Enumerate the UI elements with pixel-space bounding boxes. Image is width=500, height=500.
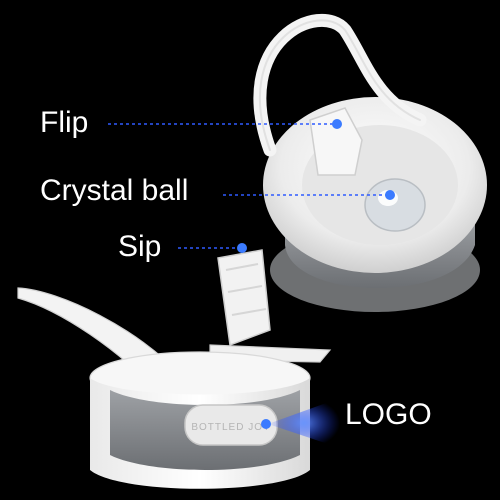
flip-leader-dot [332,119,342,129]
crystal-ball-leader-dot [385,190,395,200]
logo-emboss-text: BOTTLED JOY [191,422,270,433]
bottom-lid: BOTTLED JOY [17,249,332,489]
crystal-ball-label: Crystal ball [40,174,189,207]
callout-leaders [108,119,395,448]
lid-gray-band [285,215,475,289]
flip-label: Flip [40,106,89,139]
sip-spout [217,249,271,347]
logo-label: LOGO [345,398,432,431]
sip-leader-dot [237,243,247,253]
flip-tab [309,107,363,176]
crystal-ball [364,178,426,232]
logo-leader-beam [268,398,340,448]
top-lid [253,14,487,312]
sip-label: Sip [118,230,162,263]
logo-leader-dot [261,419,271,429]
